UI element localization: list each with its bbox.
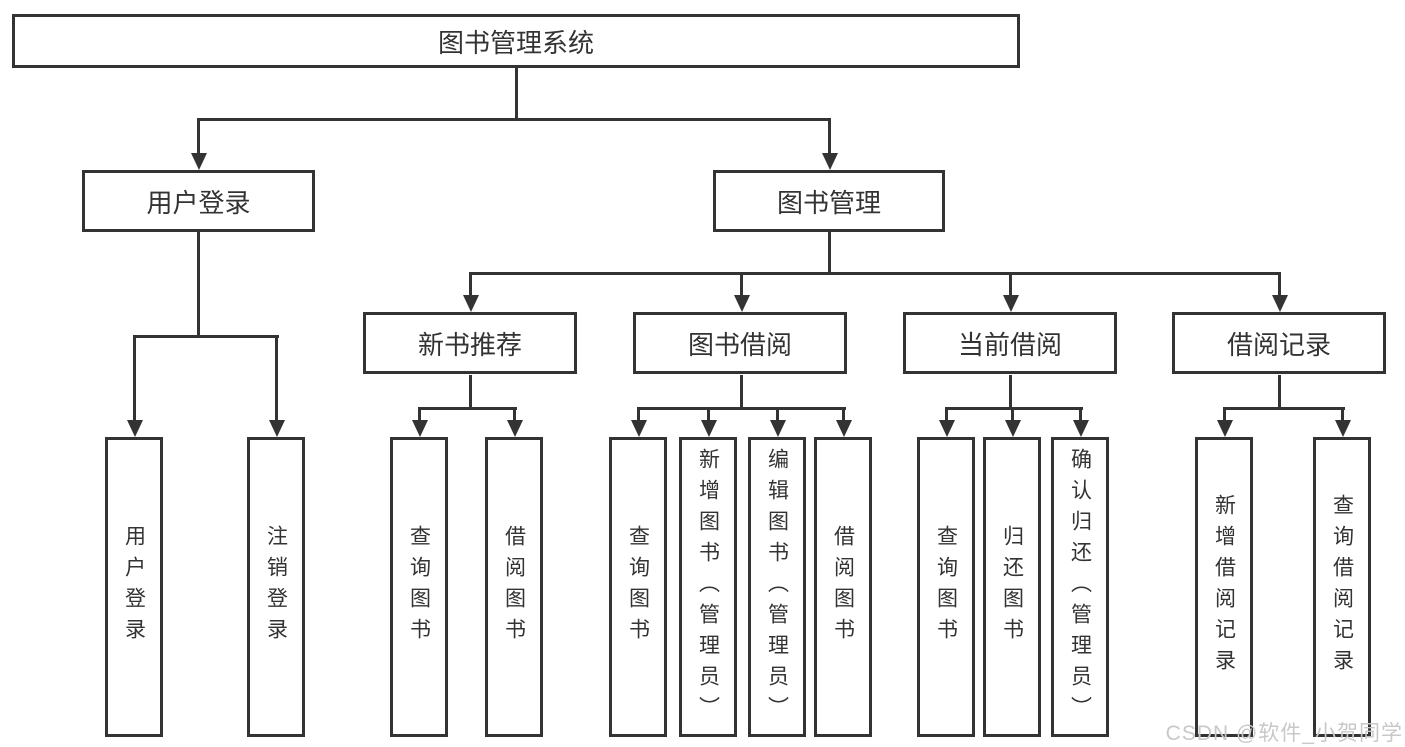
leaf-user-login: 用户登录 (105, 437, 163, 737)
node-user-login: 用户登录 (82, 170, 315, 232)
arrow-down-icon (1072, 407, 1089, 437)
arrow-down-icon (938, 407, 955, 437)
leaf-confirm-return-admin: 确认归还（管理员） (1051, 437, 1109, 737)
arrow-down-icon (630, 407, 647, 437)
arrow-down-icon (506, 407, 523, 437)
arrow-down-icon (1334, 407, 1351, 437)
connector-userlogin-down (197, 232, 200, 335)
leaf-return-book: 归还图书 (983, 437, 1041, 737)
leaf-query-book-3: 查询图书 (917, 437, 975, 737)
leaf-add-book-admin: 新增图书（管理员） (679, 437, 737, 737)
arrow-down-icon (700, 407, 717, 437)
arrow-down-icon (1271, 272, 1288, 312)
leaf-edit-book-admin: 编辑图书（管理员） (748, 437, 806, 737)
arrow-down-icon (126, 335, 143, 437)
arrow-down-icon (769, 407, 786, 437)
leaf-borrow-book-1: 借阅图书 (485, 437, 543, 737)
connector-userlogin-horizontal (133, 335, 279, 338)
node-book-borrow: 图书借阅 (633, 312, 847, 374)
leaf-query-borrow-record: 查询借阅记录 (1313, 437, 1371, 737)
arrow-down-icon (462, 272, 479, 312)
arrow-down-icon (268, 335, 285, 437)
connector-borrowrecords-down (1278, 375, 1281, 407)
connector-root-down (515, 68, 518, 118)
arrow-down-icon (1004, 407, 1021, 437)
node-borrow-records: 借阅记录 (1172, 312, 1386, 374)
connector-currentborrow-horizontal (945, 407, 1083, 410)
node-current-borrow: 当前借阅 (903, 312, 1117, 374)
leaf-borrow-book-2: 借阅图书 (814, 437, 872, 737)
arrow-down-icon (821, 118, 838, 170)
arrow-down-icon (1002, 272, 1019, 312)
arrow-down-icon (411, 407, 428, 437)
arrow-down-icon (835, 407, 852, 437)
connector-level3-horizontal (469, 272, 1281, 275)
arrow-down-icon (733, 272, 750, 312)
node-book-management: 图书管理 (713, 170, 945, 232)
leaf-query-book-2: 查询图书 (609, 437, 667, 737)
connector-newbookrec-horizontal (418, 407, 517, 410)
arrow-down-icon (1216, 407, 1233, 437)
arrow-down-icon (190, 118, 207, 170)
leaf-add-borrow-record: 新增借阅记录 (1195, 437, 1253, 737)
connector-bookmgmt-down (828, 232, 831, 272)
connector-borrowrecords-horizontal (1223, 407, 1345, 410)
connector-level2-horizontal (197, 118, 831, 121)
leaf-query-book-1: 查询图书 (390, 437, 448, 737)
leaf-logout: 注销登录 (247, 437, 305, 737)
node-new-book-recommend: 新书推荐 (363, 312, 577, 374)
node-root: 图书管理系统 (12, 14, 1020, 68)
connector-currentborrow-down (1009, 375, 1012, 407)
connector-bookborrow-down (740, 375, 743, 407)
csdn-watermark: CSDN @软件_小贺同学 (1165, 722, 1403, 745)
connector-bookborrow-horizontal (637, 407, 846, 410)
connector-newbookrec-down (469, 375, 472, 407)
